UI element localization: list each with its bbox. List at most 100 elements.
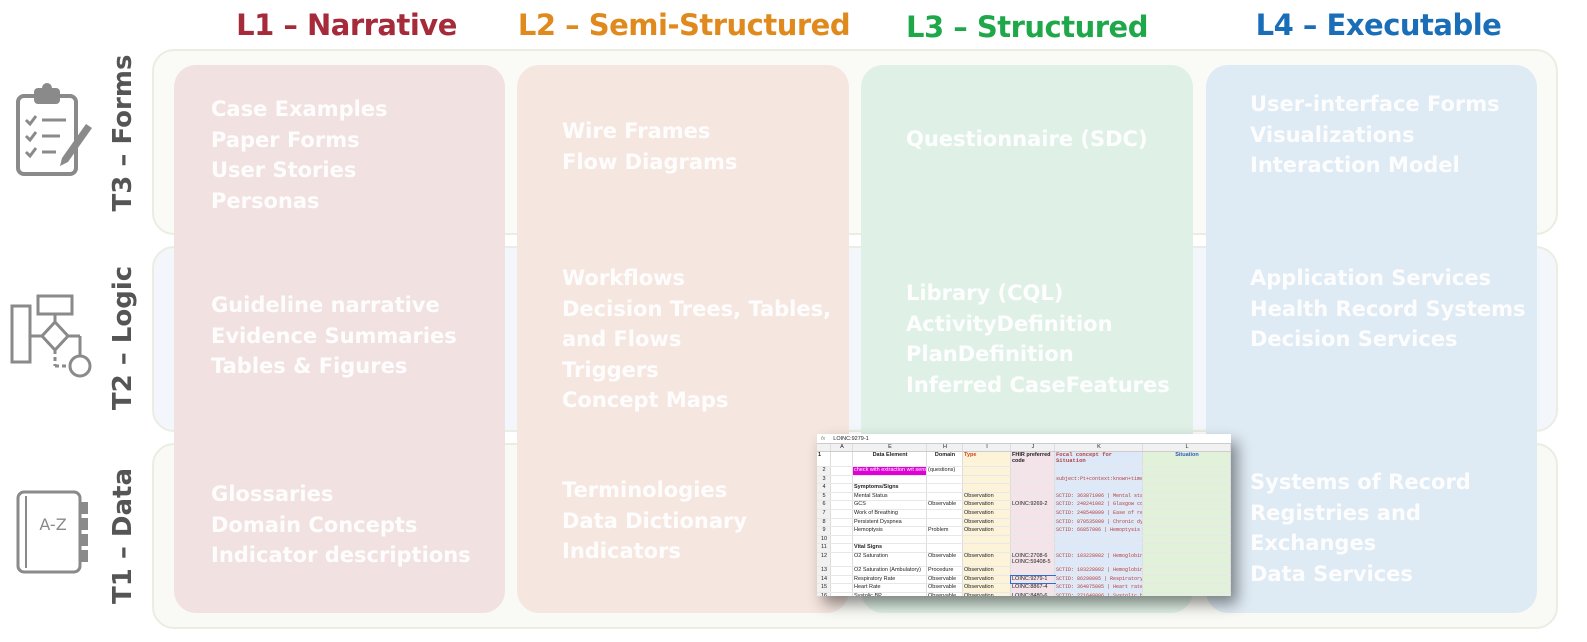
sheet-cell [1011,509,1055,518]
cell-forms-l1: Case Examples Paper Forms User Stories P… [211,94,388,216]
sheet-cell [1143,527,1231,535]
sheet-cell: Observation [963,552,1011,566]
sheet-cell [963,484,1011,492]
sheet-cell: 8 [817,518,831,527]
sheet-cell [927,509,963,518]
sheet-cell [831,518,853,527]
sheet-cell [831,484,853,492]
cell-item: Health Record Systems [1250,296,1526,321]
sheet-cell: LOINC:8867-4 [1011,584,1055,592]
sheet-cell: 13 [817,566,831,575]
sheet-cell [1143,509,1231,518]
sheet-cell: LOINC:2708-6 LOINC:59408-5 [1011,552,1055,566]
sheet-cell [831,467,853,475]
cell-forms-l3: Questionnaire (SDC) [906,124,1148,155]
sheet-cell: 1 [817,452,831,466]
column-heading-l3: L3 – Structured [906,10,1148,44]
sheet-cell: Observation [963,584,1011,592]
sheet-cell: SCTID: 271649006 | Systolic blood pressu… [1055,592,1143,596]
sheet-row: 8 Persistent Dyspnea Observation SCTID: 870… [817,518,1231,528]
sheet-cell [1143,501,1231,509]
sheet-cell [831,592,853,596]
sheet-cell: K [1055,444,1143,451]
cell-logic-l1: Guideline narrative Evidence Summaries T… [211,290,457,382]
sheet-cell [1055,467,1143,475]
sheet-cell [831,544,853,552]
sheet-cell: subject:Pt+context:known+time:current+Co… [1055,475,1143,484]
cell-item: Case Examples [211,97,388,121]
cell-item: Decision Trees, Tables, [562,296,832,321]
cell-item: Glossaries [211,482,334,506]
cell-item: Application Services [1250,266,1492,290]
sheet-cell [1011,544,1055,552]
cell-forms-l4: User-interface Forms Visualizations Inte… [1250,89,1500,181]
cell-item: Visualizations [1250,122,1415,147]
cell-item: Library (CQL) [906,281,1064,305]
sheet-cell [1011,484,1055,492]
sheet-cell: Work of Breathing [853,509,927,518]
cell-item: Flow Diagrams [562,149,738,174]
sheet-cell: Persistent Dyspnea [853,518,927,527]
sheet-cell: LOINC:9269-2 [1011,501,1055,509]
sheet-cell [1143,552,1231,566]
cell-logic-l2: Workflows Decision Trees, Tables, and Fl… [562,263,831,416]
sheet-cell [1011,492,1055,501]
sheet-cell [927,484,963,492]
sheet-cell: 4 [817,484,831,492]
sheet-cell: Domain [927,452,963,466]
sheet-cell [1011,467,1055,475]
sheet-cell: Type [963,452,1011,466]
cell-forms-l2: Wire Frames Flow Diagrams [562,116,737,177]
sheet-cell [1143,518,1231,527]
sheet-cell: (questions) [927,467,963,475]
sheet-cell: Heart Rate [853,584,927,592]
sheet-cell: O2 Saturation (Ambulatory) [853,566,927,575]
sheet-cell: 6 [817,501,831,509]
column-panel-l4 [1206,65,1537,613]
cell-item: Triggers [562,357,659,382]
sheet-cell: Observation [963,575,1011,584]
sheet-cell [1011,475,1055,484]
cell-item: Guideline narrative [211,293,440,317]
sheet-cell [831,584,853,592]
sheet-cell: 12 [817,552,831,566]
sheet-cell: J [1011,444,1055,451]
sheet-cell: E [853,444,927,451]
sheet-cell: 7 [817,509,831,518]
column-panel-l1 [174,65,505,613]
sheet-cell: Observation [963,566,1011,575]
sheet-cell: SCTID: 870535009 | Chronic dyspnea (find… [1055,518,1143,527]
sheet-cell: Procedure [927,566,963,575]
sheet-cell: Hemoptysis [853,527,927,535]
sheet-cell [1143,584,1231,592]
sheet-cell: SCTID: 363871006 | Mental state (observa… [1055,492,1143,501]
cell-item: Evidence Summaries [211,323,457,348]
sheet-cell [1143,592,1231,596]
sheet-cell: 9 [817,527,831,535]
flowchart-icon [10,292,94,380]
sheet-cell [1143,467,1231,475]
sheet-cell: Observation [963,527,1011,535]
sheet-row: 10 [817,535,1231,545]
sheet-cell: Vital Signs [853,544,927,552]
sheet-cell [1143,475,1231,484]
cell-item: ActivityDefinition [906,311,1113,336]
sheet-cell [1011,527,1055,535]
sheet-cell [831,535,853,544]
column-heading-l4: L4 – Executable [1255,8,1502,42]
cell-item: Terminologies [562,478,728,502]
sheet-cell [927,475,963,484]
sheet-cell: Observation [963,518,1011,527]
sheet-cell: L [1143,444,1231,451]
cell-item: User Stories [211,158,357,183]
sheet-cell: 15 [817,584,831,592]
sheet-cell: Situation [1143,452,1231,466]
sheet-cell [831,501,853,509]
